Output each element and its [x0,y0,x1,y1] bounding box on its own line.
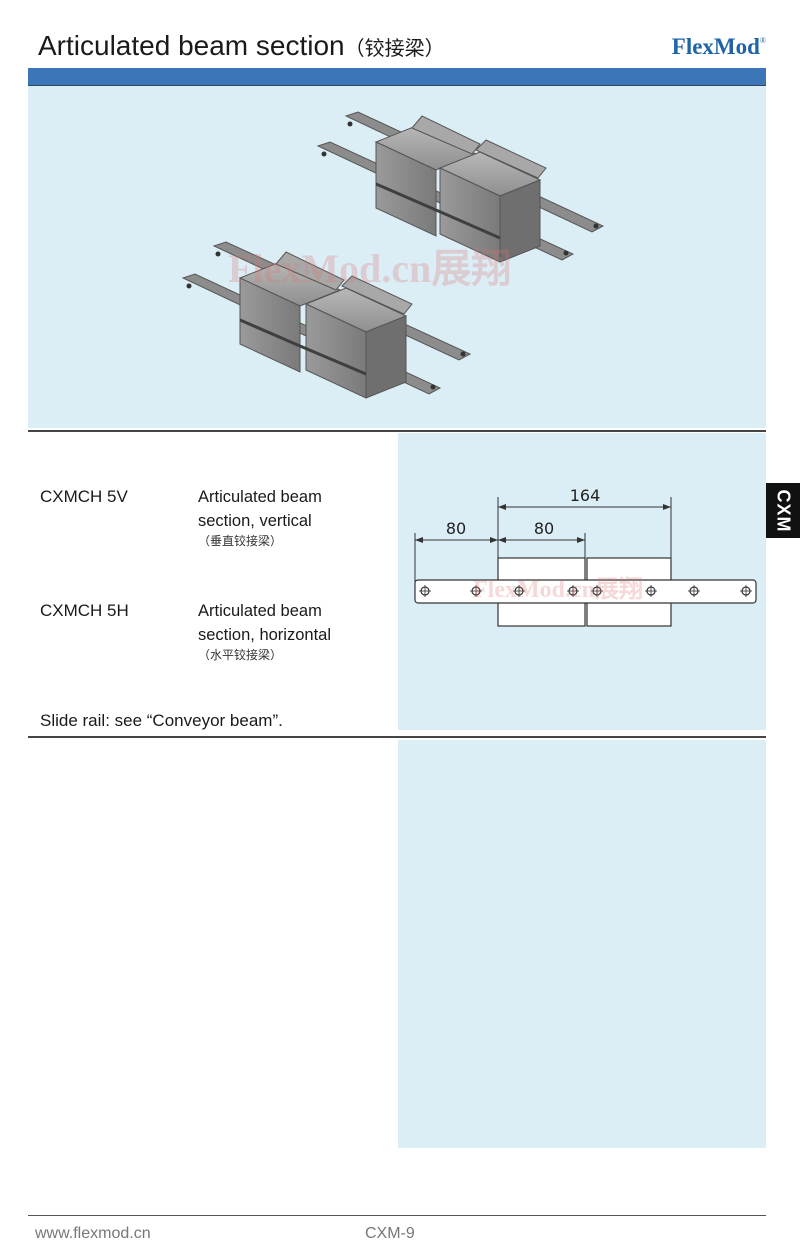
arrow [577,537,585,543]
lower-rail-top-right [341,275,413,315]
product-description: Articulated beam section, horizontal （水平… [198,599,331,663]
accent-bar [28,68,766,85]
hole [593,223,599,229]
section-tab-label: CXM [773,489,794,532]
product-description: Articulated beam section, vertical （垂直铰接… [198,485,322,549]
dimension-drawing-panel: 164 80 80 [398,433,766,730]
product-code: CXMCH 5H [40,601,129,620]
upper-beam-assembly [316,111,605,263]
description-line: Articulated beam [198,602,322,620]
link-plate-hole-centers [419,585,752,597]
description-chinese: （垂直铰接梁） [198,534,283,548]
link-plate [414,579,757,604]
page-title-text: Articulated beam section [38,30,345,61]
hole [215,251,221,257]
lower-rail-top-left [275,251,345,291]
lower-block-right-side [365,315,407,399]
slide-rail-note: Slide rail: see “Conveyor beam”. [40,711,283,730]
dimension-label-middle: 80 [534,519,554,538]
upper-block-right-side [499,179,541,263]
dimension-label-total: 164 [570,486,601,505]
section-divider [28,736,766,738]
product-illustration-panel: FlexMod.cn展翔 [28,85,766,428]
page-header: Articulated beam section（铰接梁） FlexMod® [38,30,766,70]
lower-gap-line [239,318,367,376]
registered-mark: ® [759,36,766,45]
description-chinese: （水平铰接梁） [198,648,283,662]
upper-gap-line [375,182,501,240]
footer-divider [28,1215,766,1216]
brand-logo: FlexMod® [672,34,766,60]
page-title-chinese: （铰接梁） [344,36,445,60]
arrow [490,537,498,543]
hole [347,121,353,127]
dimension-label-left: 80 [446,519,466,538]
section-tab[interactable]: CXM [766,483,800,538]
arrow [498,504,506,510]
page-title: Articulated beam section（铰接梁） [38,30,445,62]
section-divider [28,430,766,432]
product-illustration [181,111,605,399]
dimension-drawing: 164 80 80 [414,486,757,627]
upper-rail-top-right [475,139,547,179]
upper-block-left-front [375,141,437,237]
arrow [498,537,506,543]
description-line: section, vertical [198,512,312,530]
hole [321,151,327,157]
upper-rail-top-left [411,115,481,155]
product-code: CXMCH 5V [40,487,128,506]
hole [186,283,192,289]
arrow [415,537,423,543]
description-line: section, horizontal [198,626,331,644]
description-line: Articulated beam [198,488,322,506]
empty-panel [398,740,766,1148]
hole [563,250,569,256]
hole [460,351,466,357]
lower-block-left-front [239,277,301,373]
brand-name: FlexMod [671,34,760,59]
page-number: CXM-9 [365,1225,415,1242]
lower-beam-assembly [181,241,472,399]
footer-website[interactable]: www.flexmod.cn [35,1225,151,1242]
hole [430,384,436,390]
arrow [663,504,671,510]
